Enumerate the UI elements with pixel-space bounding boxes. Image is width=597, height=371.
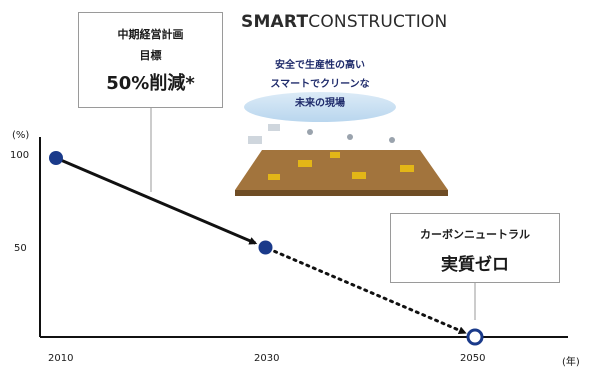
carbon-neutral-callout: カーボンニュートラル 実質ゼロ bbox=[390, 213, 560, 283]
plan-callout-line-3: 50%削減* bbox=[106, 73, 195, 94]
construction-site-illustration bbox=[235, 92, 448, 196]
site-ground bbox=[235, 150, 448, 190]
brand-logo-regular-part: CONSTRUCTION bbox=[308, 12, 448, 32]
roller-icon bbox=[268, 174, 280, 180]
brand-logo: SMARTCONSTRUCTION bbox=[241, 12, 447, 32]
dump-truck-icon bbox=[400, 165, 414, 172]
drone-icon bbox=[307, 129, 313, 135]
plan-callout-line-1: 中期経営計画 bbox=[117, 28, 184, 41]
truck-icon bbox=[248, 136, 262, 144]
excavator-icon bbox=[298, 160, 312, 167]
slogan-line-2: スマートでクリーンな bbox=[270, 79, 370, 90]
slogan-line-3: 未来の現場 bbox=[295, 98, 345, 109]
slogan-line-1: 安全で生産性の高い bbox=[275, 60, 365, 71]
y-axis-unit-label: (%) bbox=[12, 130, 30, 141]
data-point-2050 bbox=[466, 328, 484, 346]
van-icon bbox=[268, 124, 280, 131]
y-tick-label-50: 50 bbox=[14, 243, 27, 254]
data-point-2010 bbox=[49, 151, 63, 165]
y-tick-label-100: 100 bbox=[10, 150, 30, 161]
bulldozer-icon bbox=[352, 172, 366, 179]
crane-icon bbox=[330, 152, 340, 158]
plan-target-callout: 中期経営計画 目標 50%削減* bbox=[78, 12, 223, 108]
solid-trend-segment bbox=[55, 156, 258, 245]
x-tick-label-2050: 2050 bbox=[460, 353, 486, 364]
x-axis-unit-label: (年) bbox=[562, 357, 580, 368]
dotted-projection-segment bbox=[273, 249, 467, 335]
data-point-2030 bbox=[258, 240, 273, 255]
carbon-callout-line-2: 実質ゼロ bbox=[441, 255, 509, 275]
plan-callout-line-2: 目標 bbox=[139, 49, 162, 62]
drone-icon bbox=[389, 137, 395, 143]
drone-icon bbox=[347, 134, 353, 140]
site-ground-side bbox=[235, 190, 448, 196]
x-tick-label-2030: 2030 bbox=[254, 353, 280, 364]
x-tick-label-2010: 2010 bbox=[48, 353, 74, 364]
brand-logo-bold-part: SMART bbox=[241, 12, 309, 32]
cloud-shape bbox=[244, 92, 396, 122]
carbon-callout-line-1: カーボンニュートラル bbox=[420, 228, 530, 241]
